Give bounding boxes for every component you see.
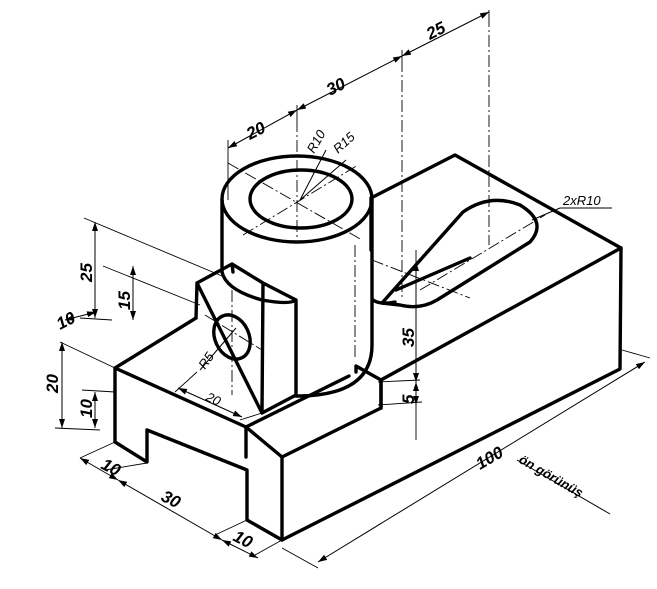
dim-line-30-front — [117, 479, 223, 541]
slot-outline — [380, 198, 539, 309]
dim-line-20-boss — [177, 387, 243, 418]
raised-block — [369, 153, 623, 410]
dim-line-100 — [317, 361, 646, 563]
dim-line-30-top — [296, 55, 403, 111]
dim-line-25-top — [401, 11, 490, 57]
dim-20-boss: 20 — [203, 389, 224, 409]
dim-20-left: 20 — [43, 374, 62, 394]
small-boss — [194, 262, 298, 415]
slot-inner-depth — [371, 256, 472, 305]
leader-r15 — [299, 159, 347, 201]
dim-30-front: 30 — [158, 487, 184, 513]
dim-slot-radius: 2xR10 — [562, 193, 601, 208]
dim-30-top: 30 — [323, 74, 349, 100]
cylinder-top-inner — [248, 168, 354, 230]
dim-line-10-left — [64, 311, 97, 321]
part-outline — [113, 153, 623, 542]
dim-10-front2: 10 — [230, 527, 256, 553]
dim-line-10-front2 — [221, 539, 259, 559]
dim-25-top: 25 — [422, 18, 449, 44]
dim-35: 35 — [399, 328, 418, 347]
dim-10-front: 10 — [98, 455, 124, 481]
base-front-face — [113, 388, 284, 542]
dim-15-left: 15 — [115, 291, 134, 310]
view-label: ön görünüş — [517, 452, 586, 501]
leader-r10 — [299, 149, 327, 201]
leader-slot — [531, 207, 561, 221]
center-lines — [204, 15, 546, 395]
dim-100: 100 — [473, 443, 508, 474]
dimension-labels: 25 30 20 R10 R15 2xR10 25 15 10 20 10 R5… — [43, 18, 601, 553]
dim-r15: R15 — [330, 129, 358, 157]
boss-hole — [212, 313, 252, 361]
dim-10-left: 10 — [53, 308, 79, 334]
view-label-underline — [516, 459, 611, 515]
dim-20-top: 20 — [242, 118, 269, 144]
dim-line-20-top — [227, 109, 298, 149]
leader-r5 — [199, 327, 237, 371]
dimension-lines — [59, 11, 646, 563]
dim-r5: R5 — [195, 349, 217, 372]
dim-25-left: 25 — [77, 263, 96, 283]
dim-5: 5 — [399, 394, 418, 404]
dim-line-10-front — [79, 457, 119, 481]
dim-10-low: 10 — [77, 399, 96, 418]
